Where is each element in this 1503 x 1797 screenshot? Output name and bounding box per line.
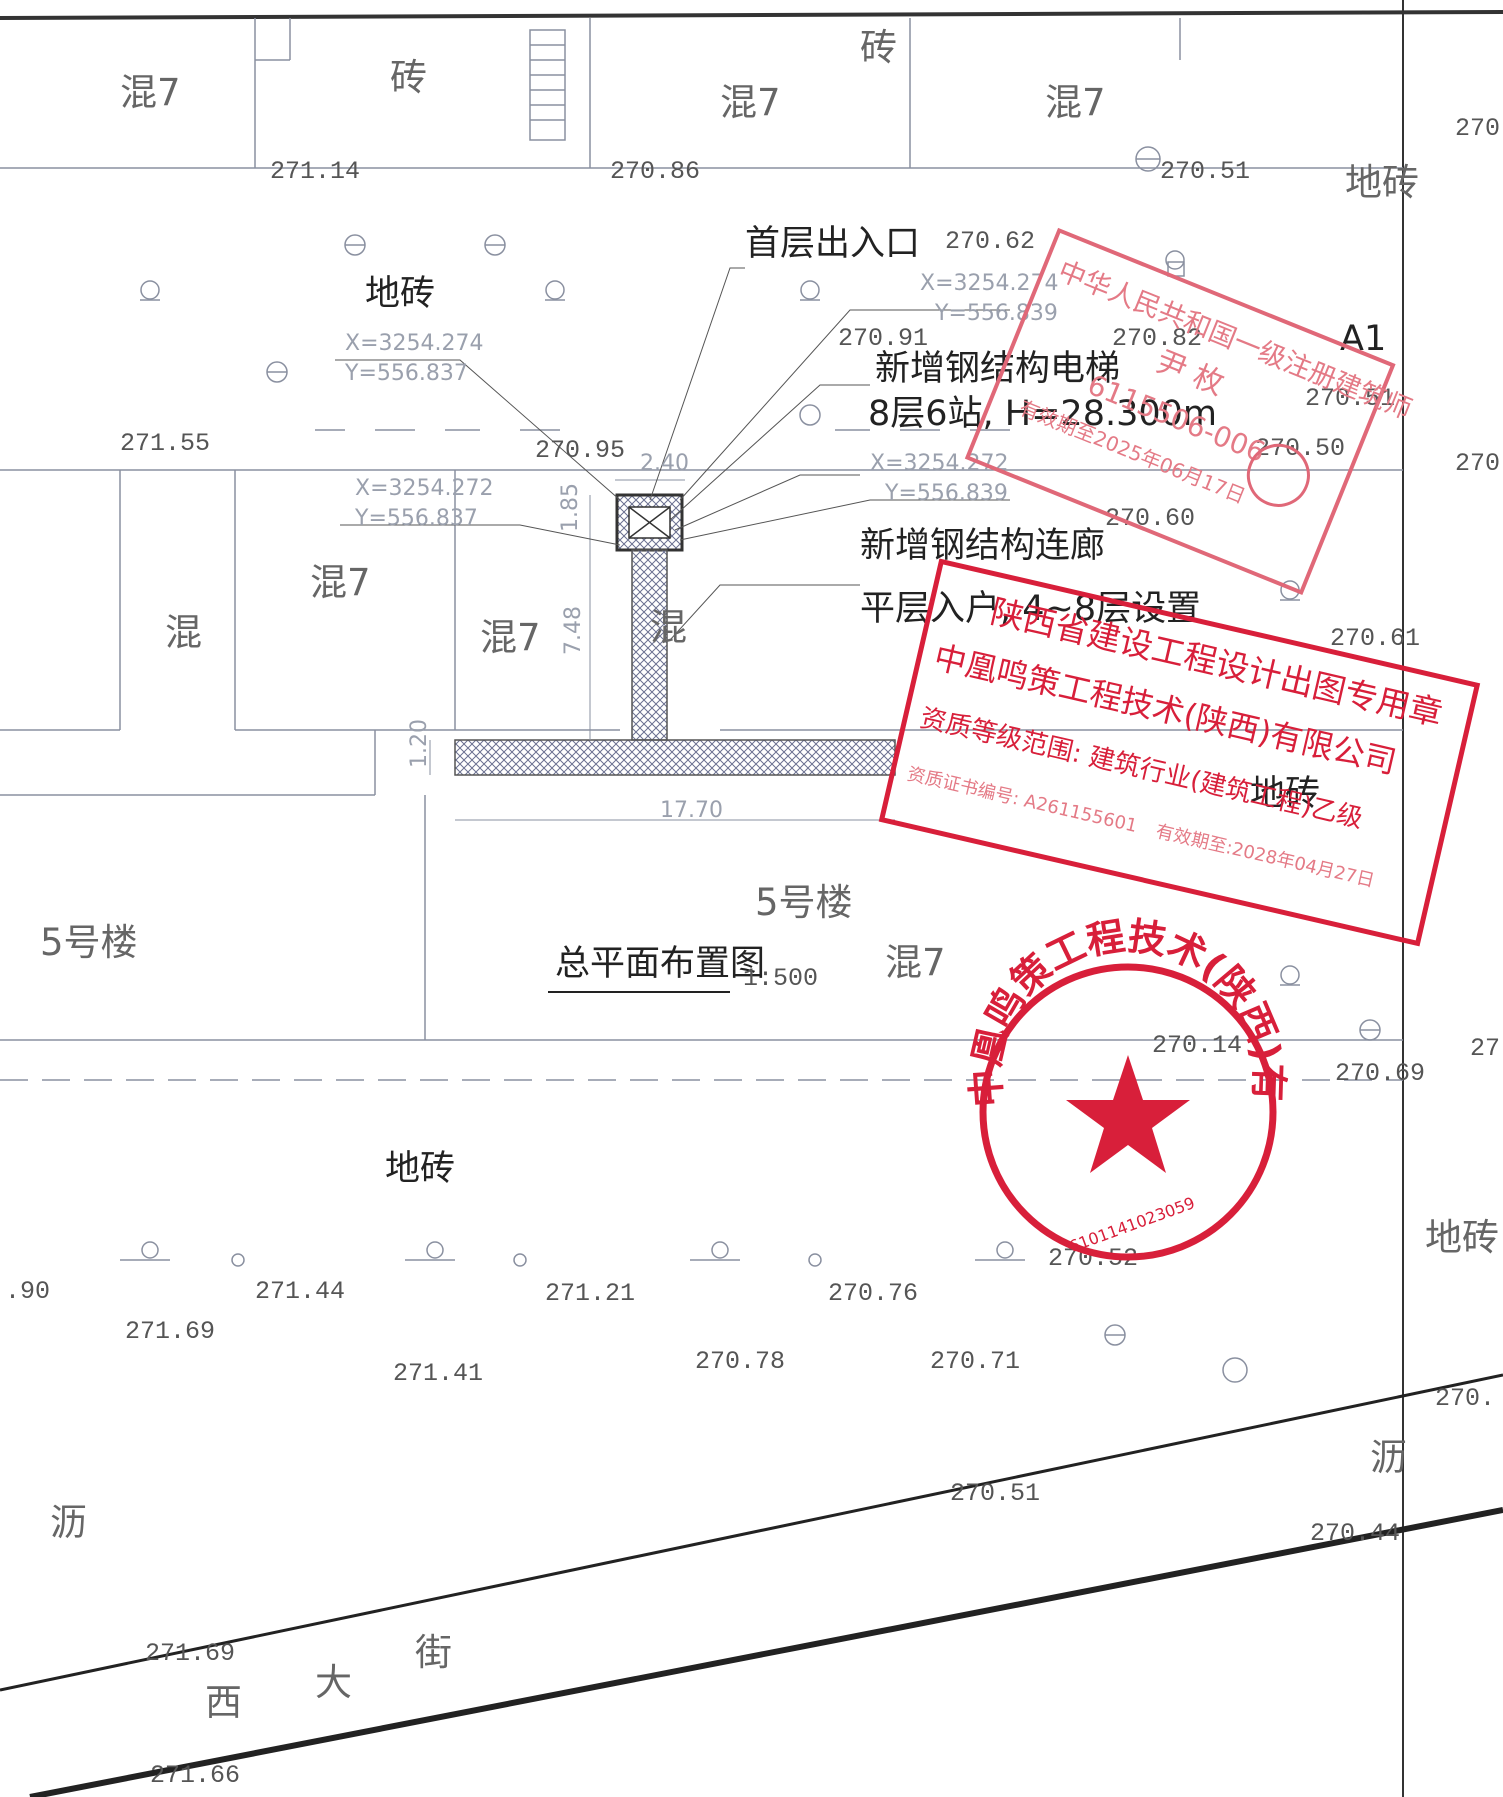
- elevation-value: 270.69: [1335, 1059, 1425, 1088]
- building-labels: 混7 砖 砖 混7 混7 地砖 地砖 混7 混 混7 混 地砖 5号楼 5号楼 …: [40, 26, 1499, 1544]
- upper-buildings: [0, 18, 1403, 169]
- label-hun7: 混7: [1045, 81, 1106, 124]
- label-dizhuan: 地砖: [385, 1149, 455, 1189]
- elevation-value: 270.95: [535, 436, 625, 465]
- coord-x: X=3254.272: [870, 451, 1008, 476]
- elevation-value: 270.62: [945, 227, 1035, 256]
- dim-corridor-length: 7.48: [561, 606, 586, 655]
- top-border-line: [0, 10, 1503, 20]
- label-li: 沥: [50, 1501, 87, 1544]
- street-char-jie: 街: [415, 1631, 452, 1674]
- elevation-value: .90: [5, 1277, 50, 1306]
- site-symbols: [120, 146, 1381, 1383]
- elevation-value: 270.78: [695, 1347, 785, 1376]
- elevation-value: 271.55: [120, 429, 210, 458]
- elevation-value: 270.86: [610, 157, 700, 186]
- street-curb-lower: [29, 1507, 1503, 1797]
- coordinate-labels: X=3254.274 Y=556.837 X=3254.274 Y=556.83…: [344, 271, 1058, 531]
- elevation-value: 270.71: [930, 1347, 1020, 1376]
- entrance-annotation: 首层出入口: [745, 224, 920, 264]
- drawing-title: 总平面布置图: [555, 944, 765, 984]
- street-curb-upper: [0, 1373, 1503, 1692]
- dim-elevator-height: 1.85: [558, 483, 583, 532]
- drawing-scale: 1:500: [743, 964, 818, 993]
- elevation-value: 270.51: [950, 1479, 1040, 1508]
- elevator-spec: 8层6站, H=28.300m: [868, 394, 1217, 434]
- coord-x: X=3254.274: [345, 331, 483, 356]
- label-hun7: 混7: [885, 941, 946, 984]
- label-building5: 5号楼: [755, 881, 853, 924]
- label-hun7: 混7: [720, 81, 781, 124]
- coord-y: Y=556.839: [934, 301, 1058, 326]
- elevation-value: 270.61: [1330, 624, 1420, 653]
- label-dizhuan: 地砖: [1250, 774, 1320, 814]
- label-zhuan: 砖: [860, 26, 897, 69]
- label-dizhuan: 地砖: [1425, 1216, 1499, 1259]
- elevation-value: 270: [1455, 114, 1500, 143]
- label-hun7: 混7: [480, 616, 541, 659]
- elevation-value: 270.: [1435, 1384, 1495, 1413]
- elevation-value: 271.14: [270, 157, 360, 186]
- street-name: 西 大 街: [205, 1631, 452, 1724]
- elevation-value: 270.91: [838, 324, 928, 353]
- coord-y: Y=556.837: [354, 506, 478, 531]
- elevation-value: 271.69: [145, 1639, 235, 1668]
- label-li: 沥: [1370, 1436, 1407, 1479]
- elevation-value: 270.76: [828, 1279, 918, 1308]
- leader-lines: [335, 267, 1010, 641]
- elevation-labels: 271.14 270.86 270.51 270.62 270.91 270.8…: [5, 114, 1500, 1790]
- elevation-value: 270.44: [1310, 1519, 1400, 1548]
- design-annotations: 首层出入口 新增钢结构电梯 8层6站, H=28.300m 新增钢结构连廊 平层…: [745, 224, 1217, 629]
- coord-x: X=3254.272: [355, 476, 493, 501]
- street-char-xi: 西: [205, 1681, 242, 1724]
- coord-y: Y=556.837: [344, 361, 468, 386]
- corridor-title: 新增钢结构连廊: [860, 526, 1105, 566]
- design-seal-validity: 有效期至:2028年04月27日: [1154, 821, 1377, 892]
- dimension-labels: 2.40 1.85 7.48 1.20 17.70: [407, 451, 723, 823]
- drawing-title-block: 总平面布置图 1:500: [548, 944, 818, 993]
- new-elevator-and-corridor: [429, 479, 896, 821]
- label-hun: 混: [650, 606, 687, 649]
- elevation-value: 271.66: [150, 1761, 240, 1790]
- dim-elevator-width: 2.40: [640, 451, 689, 476]
- label-hun7: 混7: [120, 71, 181, 114]
- label-dizhuan: 地砖: [1345, 161, 1419, 204]
- dim-corridor-width: 1.20: [407, 719, 432, 768]
- label-hun7: 混7: [310, 561, 371, 604]
- elevation-value: 271.69: [125, 1317, 215, 1346]
- label-building5: 5号楼: [40, 921, 138, 964]
- label-dizhuan: 地砖: [365, 274, 435, 314]
- elevation-value: 271.41: [393, 1359, 483, 1388]
- corridor-horizontal: [454, 739, 896, 776]
- elevation-value: 271.44: [255, 1277, 345, 1306]
- dim-corridor-total: 17.70: [660, 798, 723, 823]
- middle-buildings: [0, 429, 1403, 1041]
- elevation-value: 271.21: [545, 1279, 635, 1308]
- label-zhuan: 砖: [390, 56, 427, 99]
- elevation-value: 270.50: [1255, 434, 1345, 463]
- label-hun: 混: [165, 611, 202, 654]
- elevation-value: 27: [1470, 1034, 1500, 1063]
- seal-star-icon: [1066, 1055, 1190, 1173]
- elevation-value: 270.82: [1112, 324, 1202, 353]
- corridor-vertical: [631, 549, 668, 741]
- elevation-value: 270.51: [1160, 157, 1250, 186]
- elevation-value: 270: [1455, 449, 1500, 478]
- street-char-da: 大: [315, 1661, 352, 1704]
- coord-y: Y=556.839: [884, 481, 1008, 506]
- elevation-value: 270.14: [1152, 1031, 1242, 1060]
